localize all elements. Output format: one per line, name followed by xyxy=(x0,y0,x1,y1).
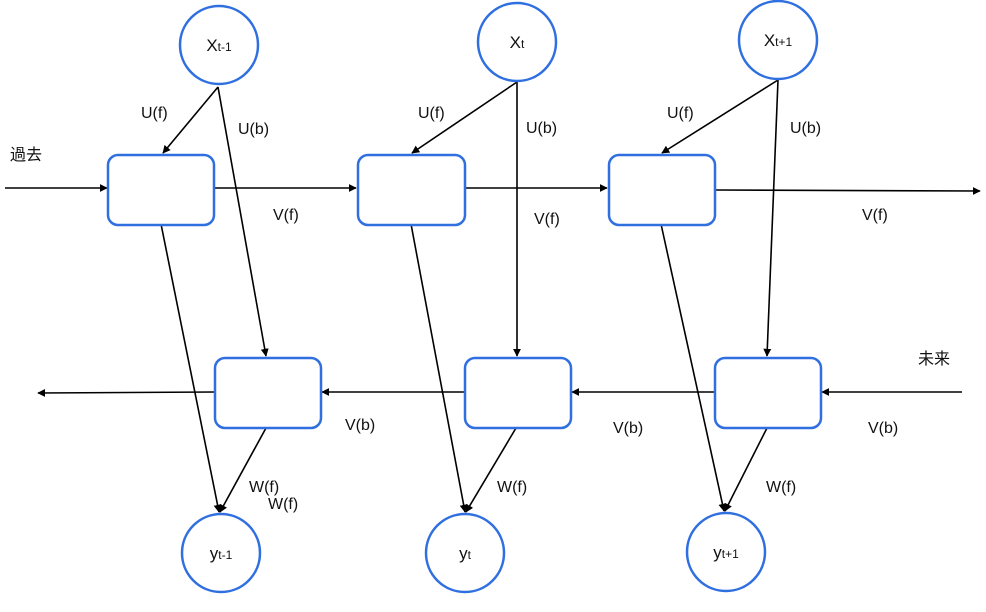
edge-x3-forward xyxy=(661,79,779,154)
label-u-forward-3: U(f) xyxy=(667,105,694,122)
label-future: 未来 xyxy=(918,349,950,368)
label-v-backward-2: V(b) xyxy=(613,420,643,437)
label-v-forward-3: V(f) xyxy=(862,207,888,224)
output-node-2: yt xyxy=(424,512,506,594)
edge-b2-y2 xyxy=(465,427,517,513)
input-node-3: Xt+1 xyxy=(737,0,819,81)
label-v-forward-1: V(f) xyxy=(273,207,299,224)
label-v-forward-2: V(f) xyxy=(534,211,560,228)
input-node-2: Xt xyxy=(476,1,558,83)
label-u-backward-3: U(b) xyxy=(790,120,821,137)
backward-hidden-box-1 xyxy=(213,356,323,430)
label-u-forward-1: U(f) xyxy=(141,105,168,122)
label-w-2: W(f) xyxy=(497,479,527,496)
edge-x1-backward xyxy=(217,86,269,357)
output-label-2: yt xyxy=(459,544,472,563)
edge-x3-backward xyxy=(763,79,779,357)
forward-hidden-box-1 xyxy=(106,153,216,227)
backward-hidden-box-2 xyxy=(463,356,573,430)
output-node-1: yt-1 xyxy=(180,512,262,594)
edge-f3-y3 xyxy=(660,223,727,512)
edge-x1-forward xyxy=(162,86,219,154)
forward-hidden-box-2 xyxy=(356,153,467,227)
label-u-backward-1: U(b) xyxy=(238,121,269,138)
edge-b1-y1 xyxy=(219,427,267,513)
label-v-backward-1: V(b) xyxy=(345,417,375,434)
input-node-1: Xt-1 xyxy=(178,4,260,86)
input-label-2: Xt xyxy=(510,33,525,52)
edges xyxy=(5,79,981,513)
label-w-1a: W(f) xyxy=(249,479,279,496)
output-label-1: yt-1 xyxy=(210,544,233,563)
input-label-1: Xt-1 xyxy=(206,36,232,55)
input-label-3: Xt+1 xyxy=(764,31,793,50)
output-node-3: yt+1 xyxy=(685,511,767,593)
edge-x2-forward xyxy=(411,81,518,154)
edge-f1-y1 xyxy=(160,223,222,513)
output-label-3: yt+1 xyxy=(713,543,739,562)
label-w-1b: W(f) xyxy=(268,496,298,513)
backward-output-arrow xyxy=(37,388,216,397)
backward-hidden-box-3 xyxy=(713,356,823,430)
edge-f2-y2 xyxy=(410,223,468,513)
label-w-3: W(f) xyxy=(766,479,796,496)
label-u-backward-2: U(b) xyxy=(526,120,557,137)
label-u-forward-2: U(f) xyxy=(418,105,445,122)
label-past: 過去 xyxy=(10,145,42,164)
forward-output-arrow xyxy=(715,186,981,195)
label-v-backward-3: V(b) xyxy=(868,420,898,437)
edge-b3-y3 xyxy=(724,427,768,512)
forward-hidden-box-3 xyxy=(607,153,717,227)
